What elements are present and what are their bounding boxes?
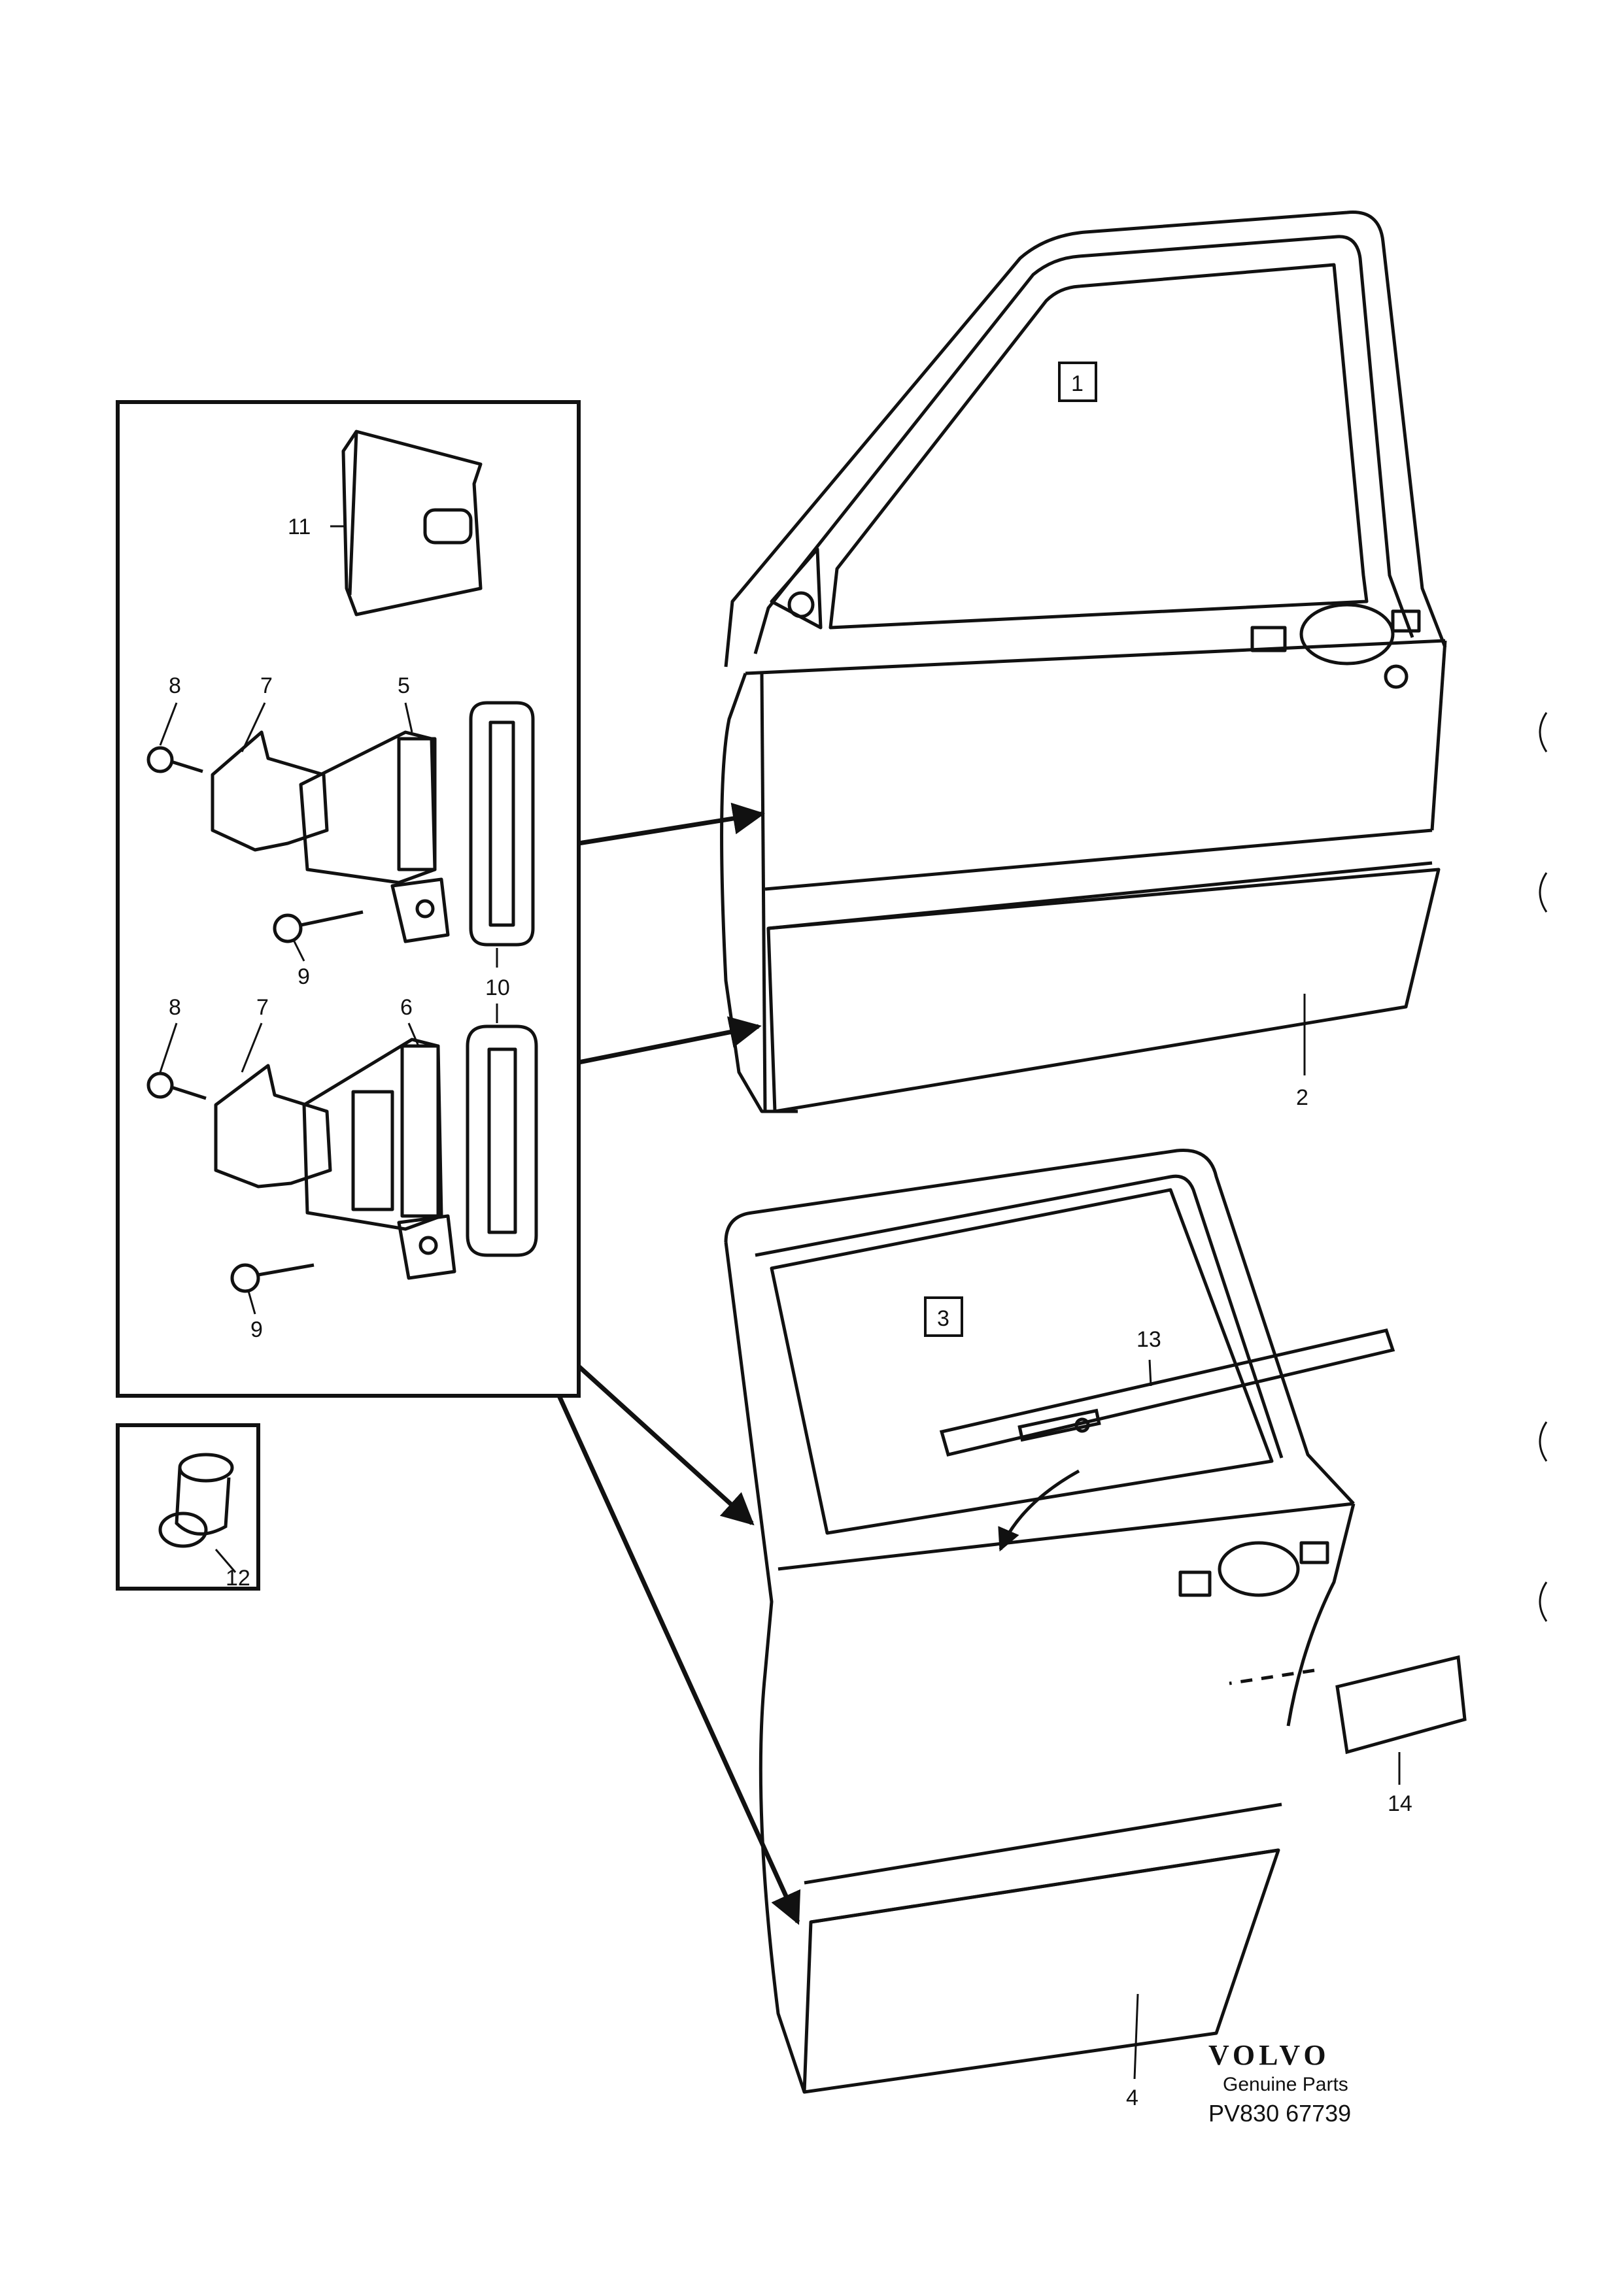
callout-5: 5 — [398, 673, 410, 698]
volvo-logo-text: VOLVO — [1208, 2039, 1330, 2071]
hinge-detail-box — [116, 400, 581, 1398]
window-rail — [939, 1328, 1395, 1552]
hinge-parts — [146, 430, 538, 1293]
callout-4: 4 — [1126, 2085, 1138, 2110]
fastener-detail-box — [116, 1423, 260, 1591]
callout-13: 13 — [1136, 1327, 1161, 1352]
callout-labels: 1 2 3 4 5 6 7 7 8 8 9 9 10 11 12 13 14 — [169, 371, 1412, 2110]
genuine-parts-label: Genuine Parts — [1223, 2074, 1348, 2095]
diagram-code: PV830 67739 — [1208, 2100, 1352, 2127]
callout-1: 1 — [1071, 371, 1084, 396]
front-door — [720, 211, 1447, 1113]
callout-7a: 7 — [260, 673, 273, 698]
callout-8b: 8 — [169, 995, 181, 1020]
rear-door — [724, 1149, 1356, 2094]
callout-11: 11 — [288, 515, 311, 539]
callout-7b: 7 — [256, 995, 269, 1020]
callout-8a: 8 — [169, 673, 181, 698]
callout-9b: 9 — [250, 1317, 263, 1342]
callout-2: 2 — [1296, 1085, 1308, 1110]
callout-14: 14 — [1388, 1791, 1412, 1816]
fastener-12 — [158, 1453, 234, 1548]
callout-12: 12 — [226, 1566, 250, 1591]
callout-box-3 — [924, 1296, 963, 1337]
callout-10: 10 — [485, 975, 510, 1000]
margin-marks — [1539, 712, 1548, 1622]
callout-box-1 — [1058, 362, 1097, 402]
outer-leaders — [214, 994, 1401, 2080]
callout-9a: 9 — [298, 964, 310, 989]
leader-lines — [159, 525, 498, 1315]
callout-3: 3 — [937, 1306, 949, 1331]
connection-arrows — [556, 802, 801, 1925]
callout-6: 6 — [400, 995, 413, 1020]
cover-plate — [1229, 1655, 1467, 1755]
